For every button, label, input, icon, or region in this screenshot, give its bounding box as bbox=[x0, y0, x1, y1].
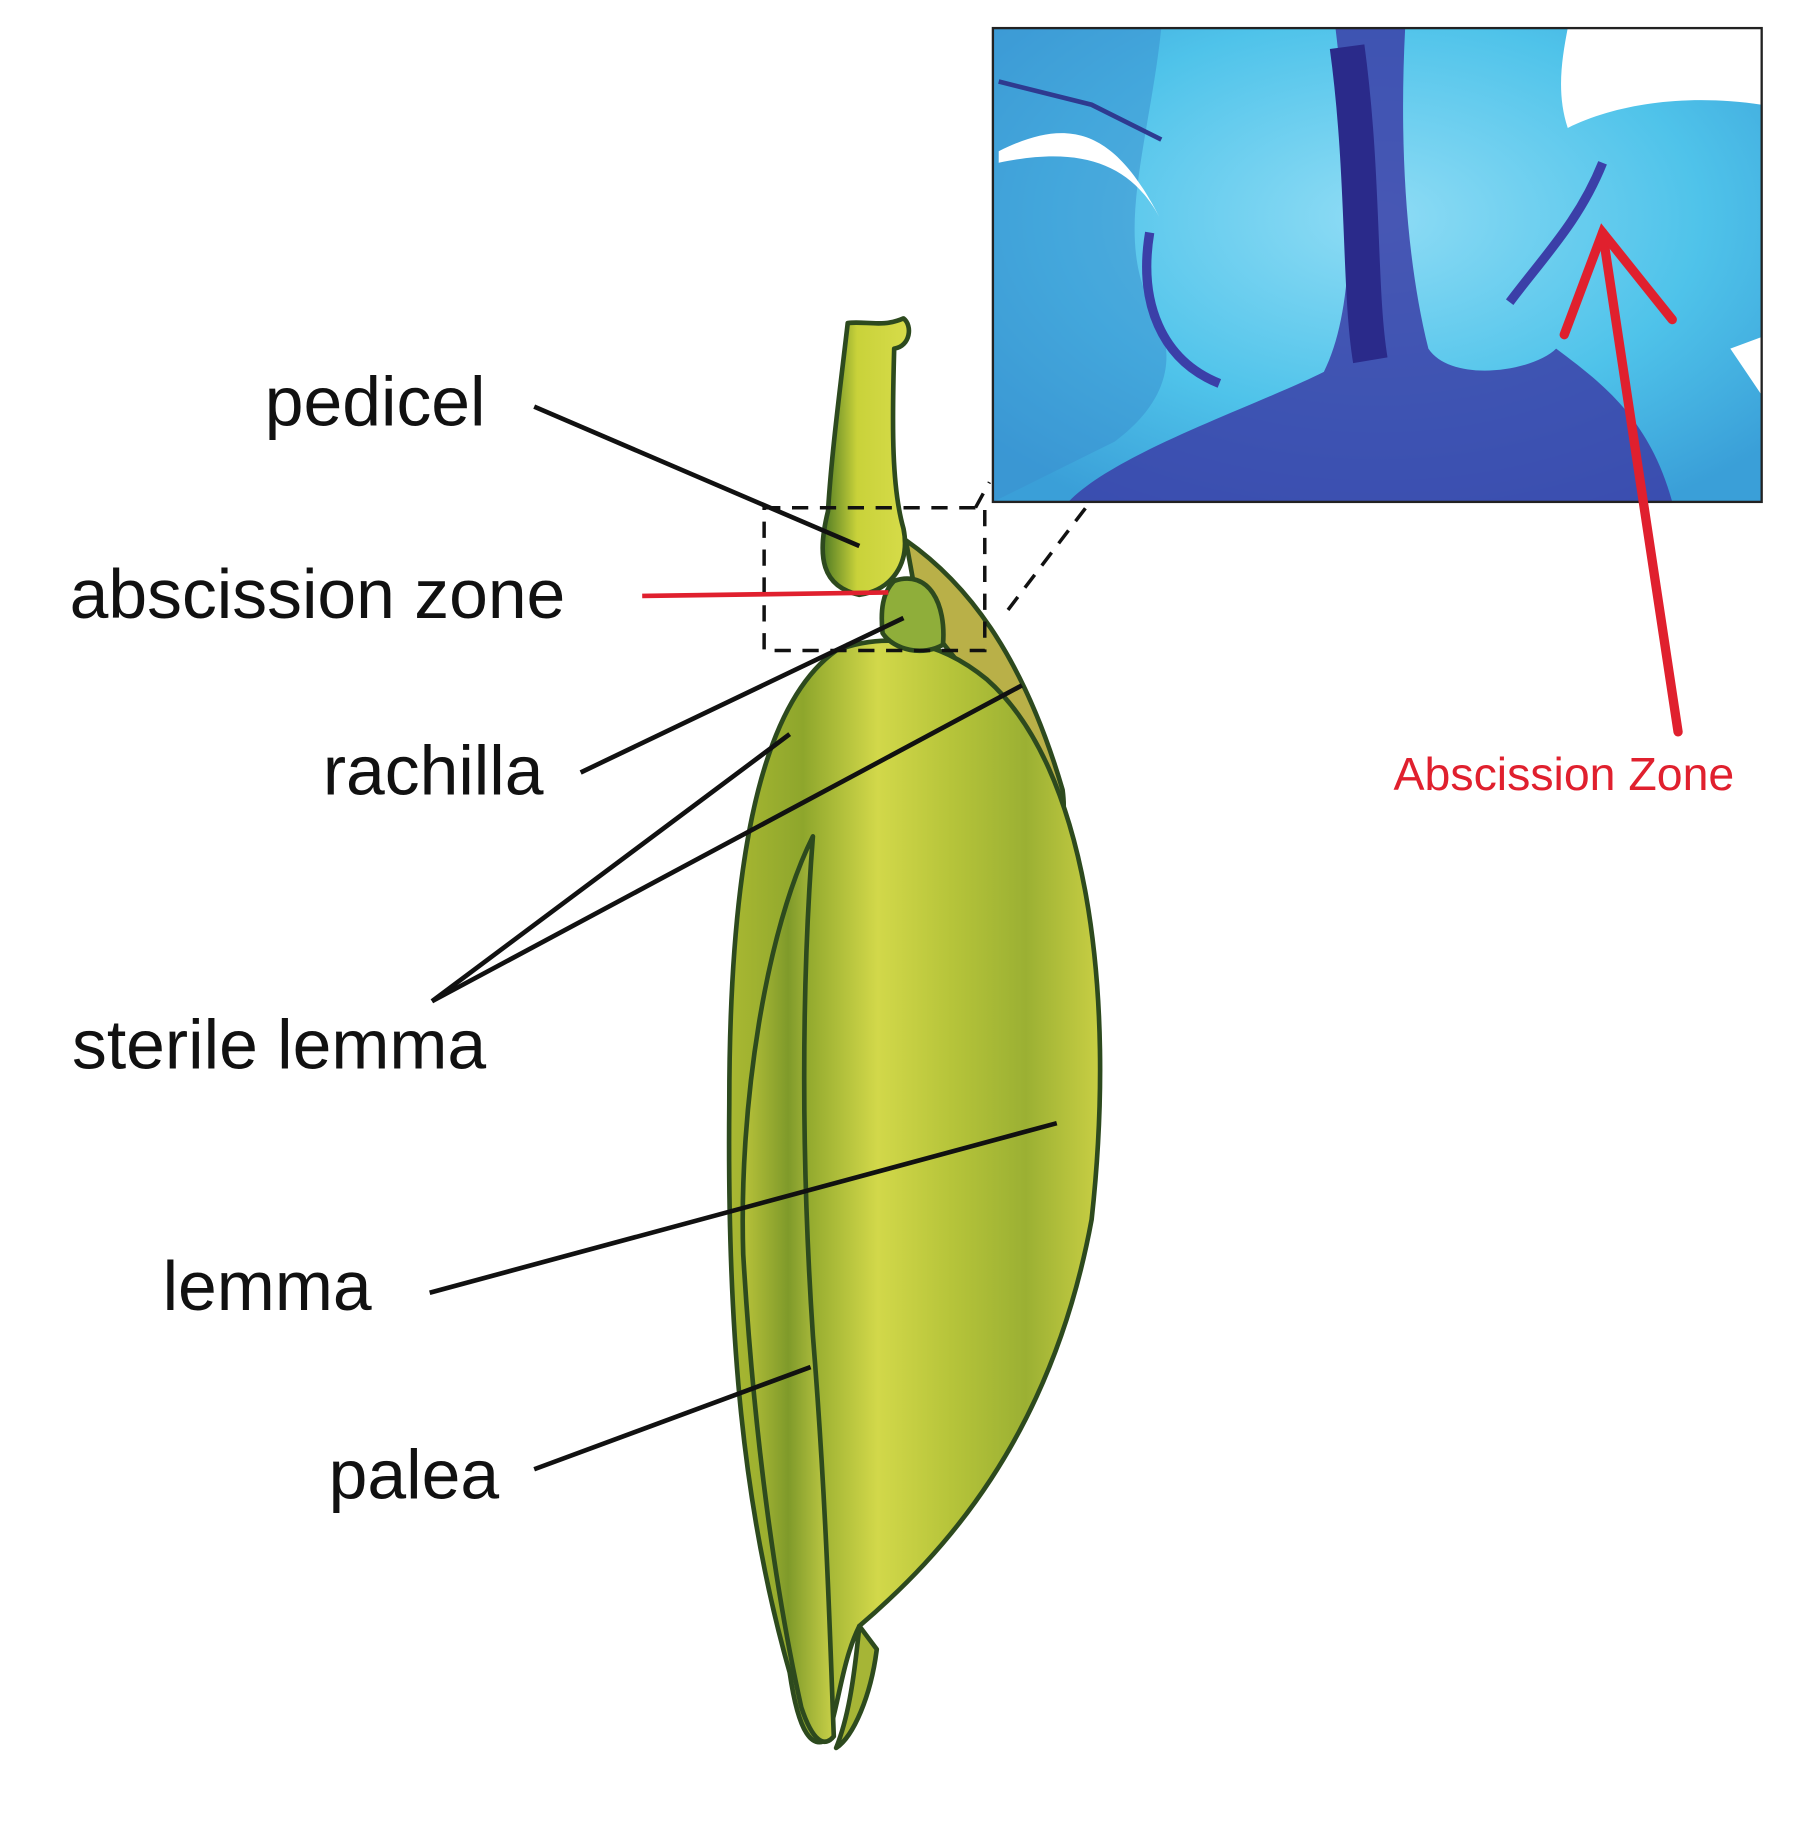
zoom-region-box bbox=[762, 481, 1088, 653]
inset-arrow-label: Abscission Zone bbox=[1394, 748, 1735, 800]
inset-frame bbox=[991, 26, 1763, 504]
abscission-zone-leader bbox=[642, 590, 889, 599]
label-lemma: lemma bbox=[163, 1247, 372, 1325]
label-sterile-lemma: sterile lemma bbox=[72, 1006, 486, 1084]
rice-spikelet-illustration bbox=[726, 316, 1103, 1751]
palea-leader bbox=[533, 1364, 812, 1472]
abscission-zone-arrow bbox=[1559, 223, 1683, 737]
label-rachilla: rachilla bbox=[323, 732, 544, 810]
label-pedicel: pedicel bbox=[265, 362, 486, 440]
label-abscission-zone: abscission zone bbox=[70, 555, 566, 633]
pedicel bbox=[820, 316, 912, 598]
sterile-lemma-leader-left bbox=[430, 732, 792, 1004]
sterile-lemma-leader-right bbox=[430, 683, 1024, 1004]
pedicel-leader bbox=[533, 404, 861, 549]
lemma-leader bbox=[429, 1120, 1058, 1295]
rachilla-leader bbox=[579, 615, 905, 775]
micrograph-inset bbox=[992, 28, 1762, 502]
palea bbox=[740, 834, 837, 1745]
leader-lines bbox=[429, 404, 1058, 1472]
label-palea: palea bbox=[329, 1435, 500, 1513]
